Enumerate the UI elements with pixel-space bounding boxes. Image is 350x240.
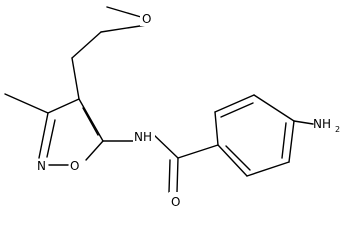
molecule-canvas: O NH N O O NH 2 <box>4 6 341 209</box>
bond-ar1-ar2-double <box>225 145 251 171</box>
bond-carbonyl-o-double <box>168 159 171 193</box>
bond-ar3-ar4-double <box>281 122 287 159</box>
structure-diagram: O NH N O O NH 2 <box>4 6 340 209</box>
bond-c3-n <box>38 112 49 159</box>
bond-ar3-ar4 <box>288 120 295 163</box>
bond-c4-c3 <box>47 98 80 114</box>
bond-c4-c5 <box>78 98 104 142</box>
bond-c4-c5-double <box>82 107 99 136</box>
bond-c3-n-double <box>46 119 56 158</box>
amine-subscript-label: 2 <box>335 125 340 134</box>
bond-ar6-ar1 <box>214 111 219 146</box>
bond-ar2-ar3 <box>246 161 290 177</box>
bond-ar5-ar6 <box>214 94 255 113</box>
ring-oxygen-label: O <box>70 159 79 173</box>
bond-c3-methyl <box>4 93 49 114</box>
bond-ar5-ar6-double <box>220 102 254 118</box>
bond-carbonyl-o <box>176 157 179 193</box>
bond-carbonyl-ring <box>177 144 219 159</box>
bond-ch3-o <box>106 6 142 18</box>
bond-o-c5 <box>85 140 104 161</box>
ring-nitrogen-label: N <box>37 159 46 173</box>
bond-ch2-ring <box>71 57 80 100</box>
amide-nh-label: NH <box>134 130 152 144</box>
bond-ch2-ch2 <box>71 31 102 59</box>
bond-ar1-ar2 <box>217 144 248 177</box>
bond-nh-carbonyl <box>153 134 179 159</box>
amine-nh-label: NH <box>313 117 331 131</box>
bond-ar4-ar5 <box>253 94 295 122</box>
bond-ar4-nh2 <box>293 120 314 125</box>
methoxy-oxygen-label: O <box>142 12 151 26</box>
carbonyl-oxygen-label: O <box>171 195 180 209</box>
